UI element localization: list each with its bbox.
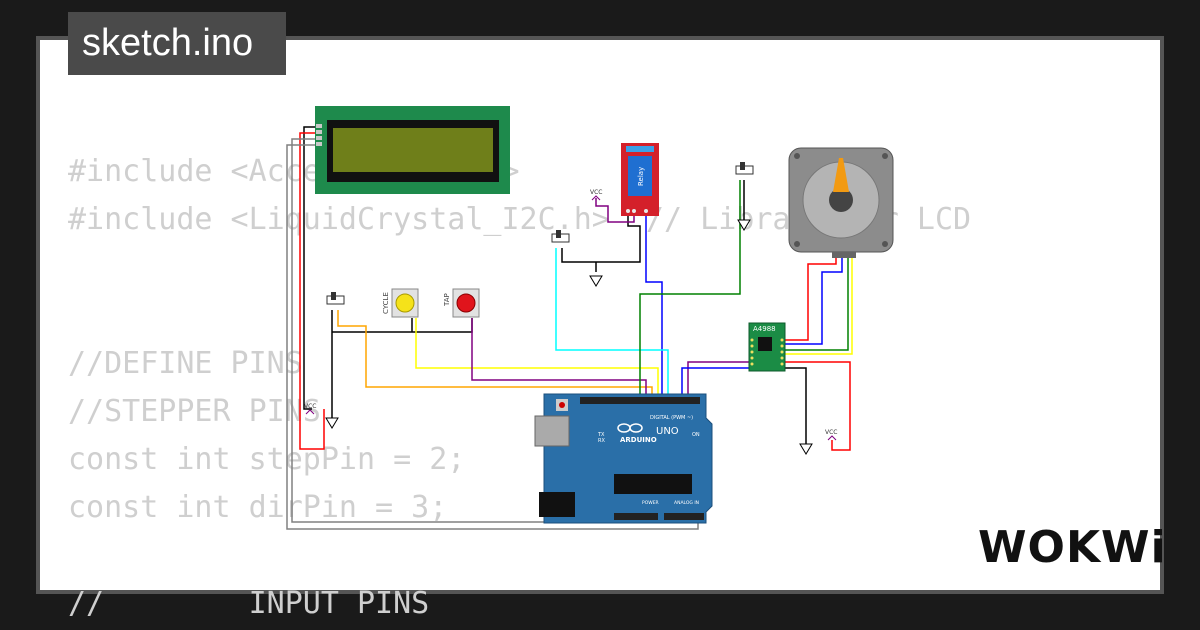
button-cycle-label: CYCLE: [382, 292, 390, 314]
ground-symbols: [325, 219, 813, 455]
vcc-icon: VCC: [590, 189, 602, 201]
code-line: const int dirPin = 3;: [68, 490, 448, 525]
button-cap: [456, 293, 476, 313]
relay-module[interactable]: Relay: [621, 143, 659, 216]
stepper-motor[interactable]: [788, 147, 894, 258]
relay-pins: [626, 209, 648, 213]
button-cycle[interactable]: CYCLE: [382, 288, 419, 318]
slide-switch-middle[interactable]: [551, 230, 570, 243]
motor-pointer-icon: [833, 158, 849, 192]
svg-text:VCC: VCC: [304, 403, 316, 410]
ground-icon: [589, 275, 603, 287]
lcd-display[interactable]: [315, 106, 510, 194]
wire-motor-a2: [784, 254, 843, 345]
wire-dir: [681, 367, 750, 402]
wire-driver-gnd: [784, 367, 807, 444]
wire-cycle-signal: [415, 318, 659, 402]
wire-relay-vcc: [595, 198, 635, 223]
code-line: const int stepPin = 2;: [68, 442, 466, 477]
arduino-brand: ARDUINO: [620, 436, 657, 444]
wire-driver-vcc: [784, 361, 851, 451]
wire-motor-b1: [784, 254, 849, 351]
wire-relay-in: [645, 214, 663, 402]
arduino-model: UNO: [656, 426, 679, 437]
analog-label: ANALOG IN: [674, 500, 699, 506]
wire-relay-gnd: [561, 214, 641, 263]
relay-terminal: [626, 146, 654, 152]
wire-switch3-signal: [639, 180, 741, 402]
power-jack: [539, 492, 575, 517]
code-line: // INPUT PINS: [68, 586, 430, 621]
wire-lcd-vcc: [299, 132, 325, 450]
svg-text:VCC: VCC: [590, 189, 602, 196]
wire-motor-a1: [784, 254, 837, 341]
usb-port: [534, 415, 570, 447]
driver-chip: [758, 337, 772, 351]
lcd-pins: [316, 124, 322, 146]
slide-switch-left[interactable]: [326, 292, 345, 305]
atmega-chip: [614, 474, 692, 494]
power-label: POWER: [642, 500, 659, 506]
button-tap[interactable]: TAP: [443, 288, 480, 318]
driver-label: A4988: [753, 325, 776, 333]
slide-switch-right[interactable]: [735, 162, 754, 175]
relay-block: [628, 156, 652, 196]
arduino-uno[interactable]: DIGITAL (PWM ~) ARDUINO UNO TX RX ON POW…: [534, 393, 713, 524]
on-label: ON: [692, 432, 700, 438]
code-line: //STEPPER PINS: [68, 394, 321, 429]
wire-switch2-signal: [555, 248, 669, 402]
arduino-logo-icon: [617, 423, 643, 433]
tx-label: TX: [597, 432, 605, 438]
wire-motor-b2: [784, 254, 853, 355]
wokwi-logo-text: WOKWi: [978, 522, 1167, 573]
relay-label: Relay: [637, 167, 645, 186]
wire-step: [687, 361, 750, 402]
vcc-icon: VCC: [304, 403, 316, 415]
button-cap: [395, 293, 415, 313]
file-title: sketch.ino: [82, 22, 254, 64]
a4988-driver[interactable]: A4988: [748, 322, 786, 372]
power-header: [614, 513, 658, 520]
wire-switch-signal: [337, 310, 653, 402]
svg-text:VCC: VCC: [825, 429, 837, 436]
driver-pins: [750, 338, 784, 366]
button-tap-label: TAP: [443, 293, 451, 307]
motor-shaft: [829, 188, 853, 212]
analog-header: [664, 513, 704, 520]
vcc-icon: VCC: [825, 429, 837, 441]
ground-icon: [737, 219, 751, 231]
file-title-tab[interactable]: sketch.ino: [68, 12, 286, 75]
wire-tap-signal: [471, 318, 647, 402]
code-line: //DEFINE PINS: [68, 346, 303, 381]
digital-header: [580, 397, 700, 404]
digital-label: DIGITAL (PWM ~): [650, 415, 693, 421]
ground-icon: [799, 443, 813, 455]
wire-gnd-bus: [332, 318, 473, 333]
bottom-strip: [36, 594, 1164, 630]
rx-label: RX: [598, 438, 605, 444]
vcc-symbols: VCC VCC VCC: [304, 189, 837, 441]
motor-connector: [832, 252, 856, 258]
ground-icon: [325, 417, 339, 429]
wokwi-logo: WOKWi: [978, 522, 1167, 573]
wire-lcd-gnd: [303, 126, 316, 410]
lcd-screen: [333, 128, 493, 172]
